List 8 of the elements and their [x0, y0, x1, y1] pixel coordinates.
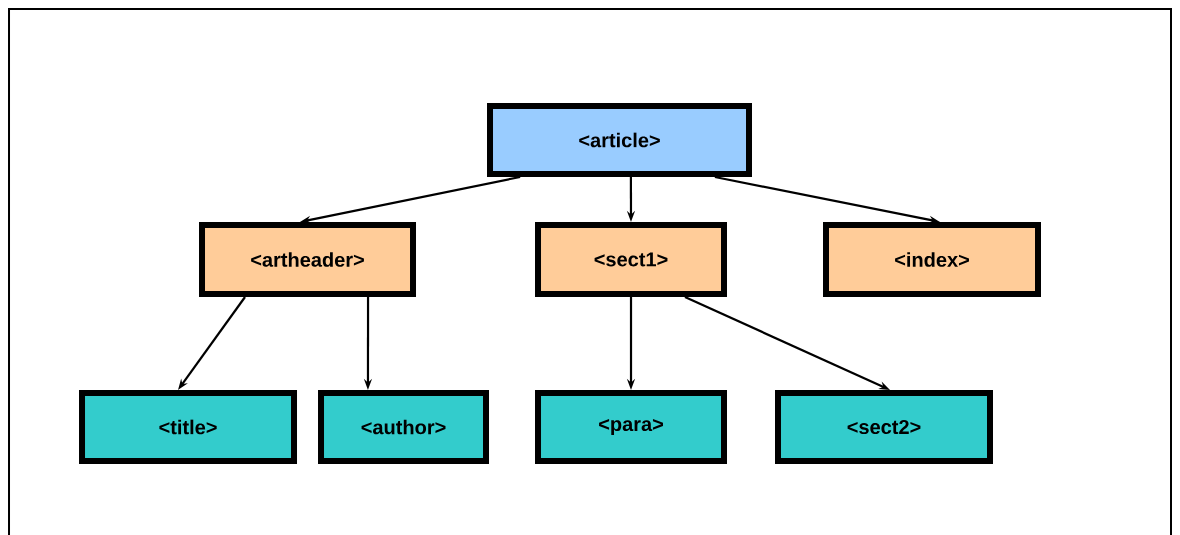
element-box: <sect1>	[535, 222, 727, 297]
element-box: <title>	[79, 390, 297, 464]
element-box: <author>	[318, 390, 489, 464]
element-box: <para>	[535, 390, 727, 464]
element-box: <index>	[823, 222, 1041, 297]
element-box: <artheader>	[199, 222, 416, 297]
element-box: <sect2>	[775, 390, 993, 464]
element-box: <article>	[487, 103, 752, 177]
